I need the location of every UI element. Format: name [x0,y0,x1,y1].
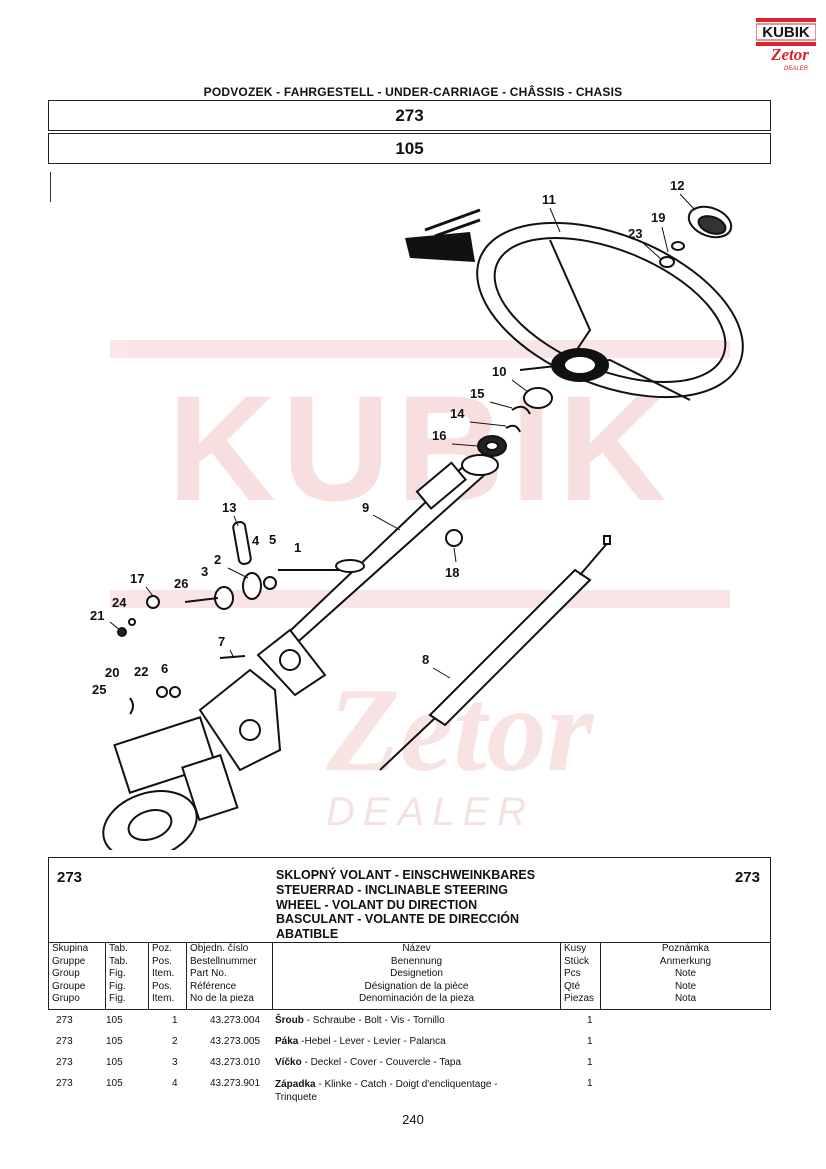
assembly-title: SKLOPNÝ VOLANT - EINSCHWEINKBARES STEUER… [276,868,535,942]
assembly-title-line: SKLOPNÝ VOLANT - EINSCHWEINKBARES [276,868,536,882]
callout-3: 3 [201,564,208,579]
steering-shaft [379,535,611,771]
table-number-box: 105 [48,133,771,164]
kubik-zetor-logo: KUBIK Zetor DEALER [755,18,817,74]
callout-18: 18 [445,565,459,580]
exploded-diagram: KUBIK Zetor DEALER [50,170,770,860]
table-row: 273 105 1 43.273.004 Šroub - Schraube - … [56,1015,593,1026]
assembly-title-line: STEUERRAD - INCLINABLE STEERING [276,882,508,897]
callout-17: 17 [130,571,144,586]
callout-19: 19 [651,210,665,225]
callout-11: 11 [542,192,556,207]
callout-15: 15 [470,386,484,401]
margin-rule [50,172,51,202]
callout-23: 23 [628,226,642,241]
callout-5: 5 [269,532,276,547]
callout-9: 9 [362,500,369,515]
table-row: 273 105 2 43.273.005 Páka -Hebel - Lever… [56,1036,593,1047]
mounting-bracket [198,628,327,772]
table-number: 105 [395,139,424,158]
info-group-right: 273 [734,869,760,886]
direction-arrow [405,208,481,262]
watermark-brand: KUBIK [168,364,673,532]
watermark-tagline: DEALER [326,790,534,834]
assembly-title-line: BASCULANT - VOLANTE DE DIRECCIÓN [276,912,520,927]
table-row: 273 105 3 43.273.010 Víčko - Deckel - Co… [56,1057,593,1068]
col-header-tab: Tab.Tab.Fig.Fig.Fig. [105,943,148,1010]
callout-22: 22 [134,664,148,679]
shaft-bearing-parts [477,387,553,457]
watermark-sub: Zetor [326,663,595,796]
hydraulic-unit [102,716,239,860]
info-group-left: 273 [57,869,83,886]
assembly-title-line: WHEEL - VOLANT DU DIRECTION [276,897,478,912]
wheel-cap [659,205,733,268]
callout-12: 12 [670,178,684,193]
callout-13: 13 [222,500,236,515]
callout-25: 25 [92,682,106,697]
callout-7: 7 [218,634,225,649]
table-row: 273 105 4 43.273.901 Západka - Klinke - … [56,1078,593,1103]
callout-2: 2 [214,552,221,567]
page-number: 240 [402,1112,424,1127]
callout-6: 6 [161,661,168,676]
callout-16: 16 [432,428,446,443]
callout-24: 24 [112,595,127,610]
assembly-title-line: ABATIBLE [276,927,339,942]
callout-4: 4 [252,533,260,548]
section-header: PODVOZEK - FAHRGESTELL - UNDER-CARRIAGE … [203,85,623,99]
steering-wheel [476,221,744,401]
callout-21: 21 [90,608,104,623]
leader-lines [109,193,696,679]
callout-10: 10 [492,364,506,379]
callout-8: 8 [422,652,429,667]
lever-assembly [117,521,463,715]
logo-tagline: DEALER [784,66,809,72]
col-header-pos: Poz.Pos.Item.Pos.Item. [148,943,186,1010]
group-number-box: 273 [48,100,771,131]
callout-14: 14 [450,406,465,421]
group-number: 273 [395,106,424,125]
callout-1: 1 [294,540,301,555]
callout-labels: 11 12 19 23 10 15 14 16 9 13 4 5 1 2 3 1… [90,178,684,697]
callout-20: 20 [105,665,119,680]
callout-26: 26 [174,576,188,591]
logo-brand-text: KUBIK [762,24,810,41]
logo-sub-text: Zetor [770,45,809,64]
parts-table-header: 273 273 SKLOPNÝ VOLANT - EINSCHWEINKBARE… [48,857,771,1010]
